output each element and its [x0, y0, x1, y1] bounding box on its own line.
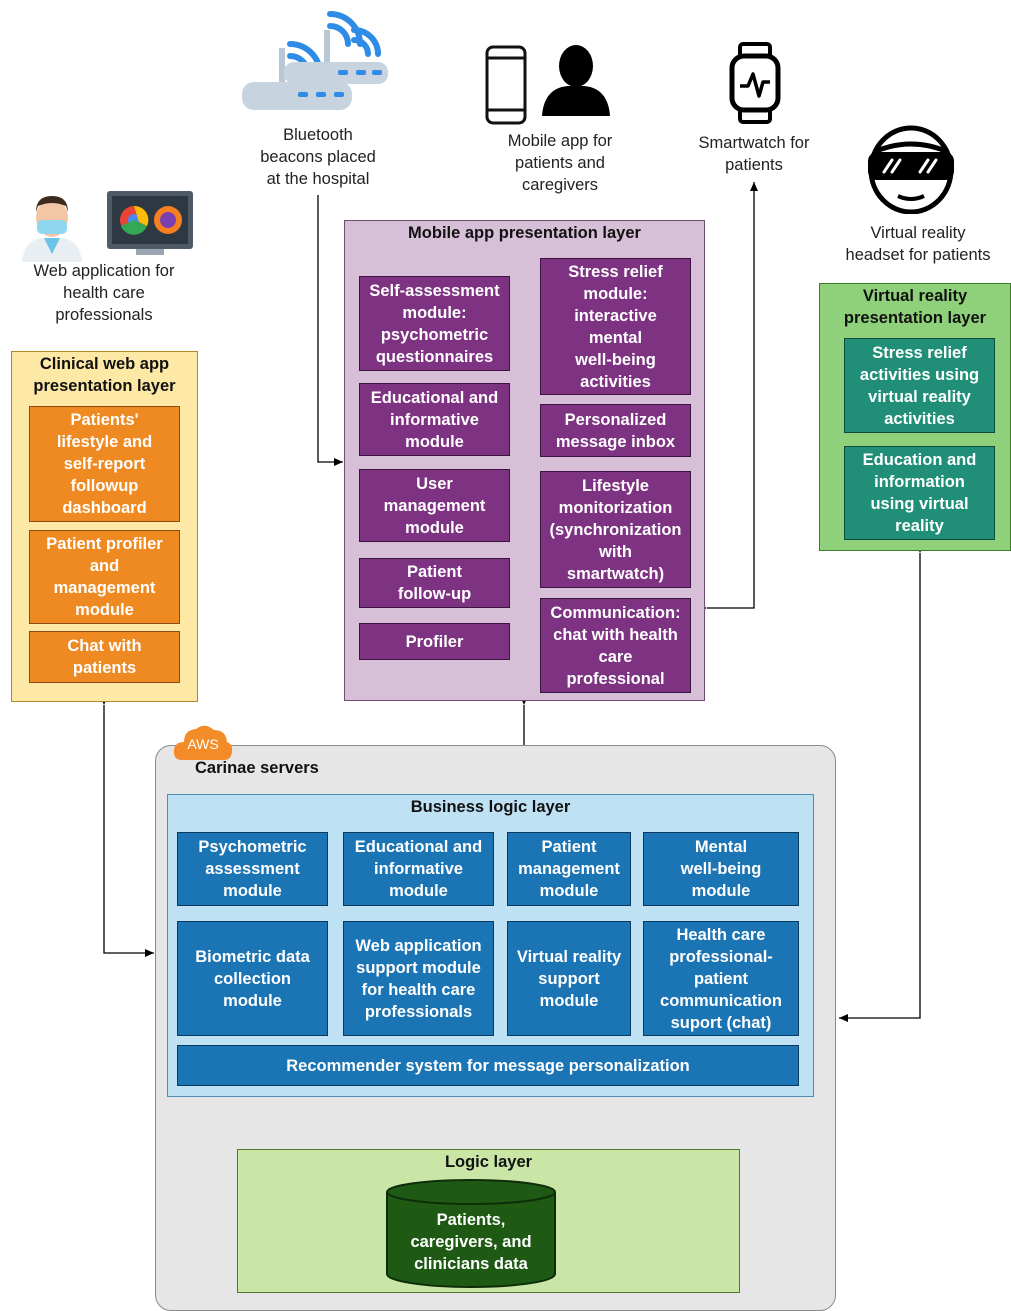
vr-business-arrow [839, 544, 924, 1022]
biometric-data-module: Biometric data collection module [177, 921, 328, 1036]
person-icon [542, 45, 610, 116]
smartwatch-arrow [698, 182, 758, 612]
web-application-support-module: Web application support module for healt… [343, 921, 494, 1036]
mental-wellbeing-module: Mental well-being module [643, 832, 799, 906]
message-inbox-module: Personalized message inbox [540, 404, 691, 457]
chat-with-patients-module: Chat with patients [29, 631, 180, 683]
mobile-layer-title: Mobile app presentation layer [408, 224, 641, 242]
stress-relief-module: Stress relief module: interactive mental… [540, 258, 691, 395]
vr-support-module: Virtual reality support module [507, 921, 631, 1036]
smartwatch-caption: Smartwatch for patients [698, 134, 810, 174]
bluetooth-beacons-icon [242, 11, 388, 110]
logic-layer-title: Logic layer [444, 1153, 533, 1171]
business-layer-title: Business logic layer [410, 798, 571, 816]
doctor-icon [22, 196, 82, 262]
database-label: Patients, caregivers, and clinicians dat… [410, 1211, 532, 1273]
bluetooth-caption: Bluetooth beacons placed at the hospital [260, 126, 376, 188]
smartphone-icon [485, 45, 527, 125]
vr-stress-relief-module: Stress relief activities using virtual r… [844, 338, 995, 433]
bluetooth-arrow [317, 195, 343, 466]
user-management-module: User management module [359, 469, 510, 542]
carinae-servers-title: Carinae servers [195, 759, 319, 777]
smartwatch-icon [729, 42, 781, 124]
clinical-layer-title: Clinical web app presentation layer [33, 355, 176, 395]
profiler-module: Profiler [359, 623, 510, 660]
educational-module: Educational and informative module [359, 383, 510, 456]
chat-support-module: Health care professional- patient commun… [643, 921, 799, 1036]
aws-label: AWS [187, 736, 219, 752]
patient-follow-up-module: Patient follow-up [359, 558, 510, 608]
patient-profiler-module: Patient profiler and management module [29, 530, 180, 624]
database-cylinder-icon [386, 1179, 556, 1288]
patient-management-module: Patient management module [507, 832, 631, 906]
aws-cloud-icon [173, 725, 233, 760]
psychometric-assessment-module: Psychometric assessment module [177, 832, 328, 906]
clinical-business-arrow [100, 696, 154, 957]
vr-caption: Virtual reality headset for patients [845, 224, 991, 264]
vr-layer-title: Virtual reality presentation layer [843, 287, 987, 327]
monitor-browser-icon [107, 191, 193, 255]
communication-module: Communication: chat with health care pro… [540, 598, 691, 693]
self-assessment-module: Self-assessment module: psychometric que… [359, 276, 510, 371]
recommender-system-module: Recommender system for message personali… [177, 1045, 799, 1086]
vr-education-module: Education and information using virtual … [844, 446, 995, 540]
lifestyle-dashboard-module: Patients' lifestyle and self-report foll… [29, 406, 180, 522]
lifestyle-monitorization-module: Lifestyle monitorization (synchronizatio… [540, 471, 691, 588]
mobile-caption: Mobile app for patients and caregivers [507, 132, 613, 194]
vr-headset-icon [868, 125, 954, 214]
business-educational-module: Educational and informative module [343, 832, 494, 906]
webapp-caption: Web application for health care professi… [33, 262, 175, 324]
